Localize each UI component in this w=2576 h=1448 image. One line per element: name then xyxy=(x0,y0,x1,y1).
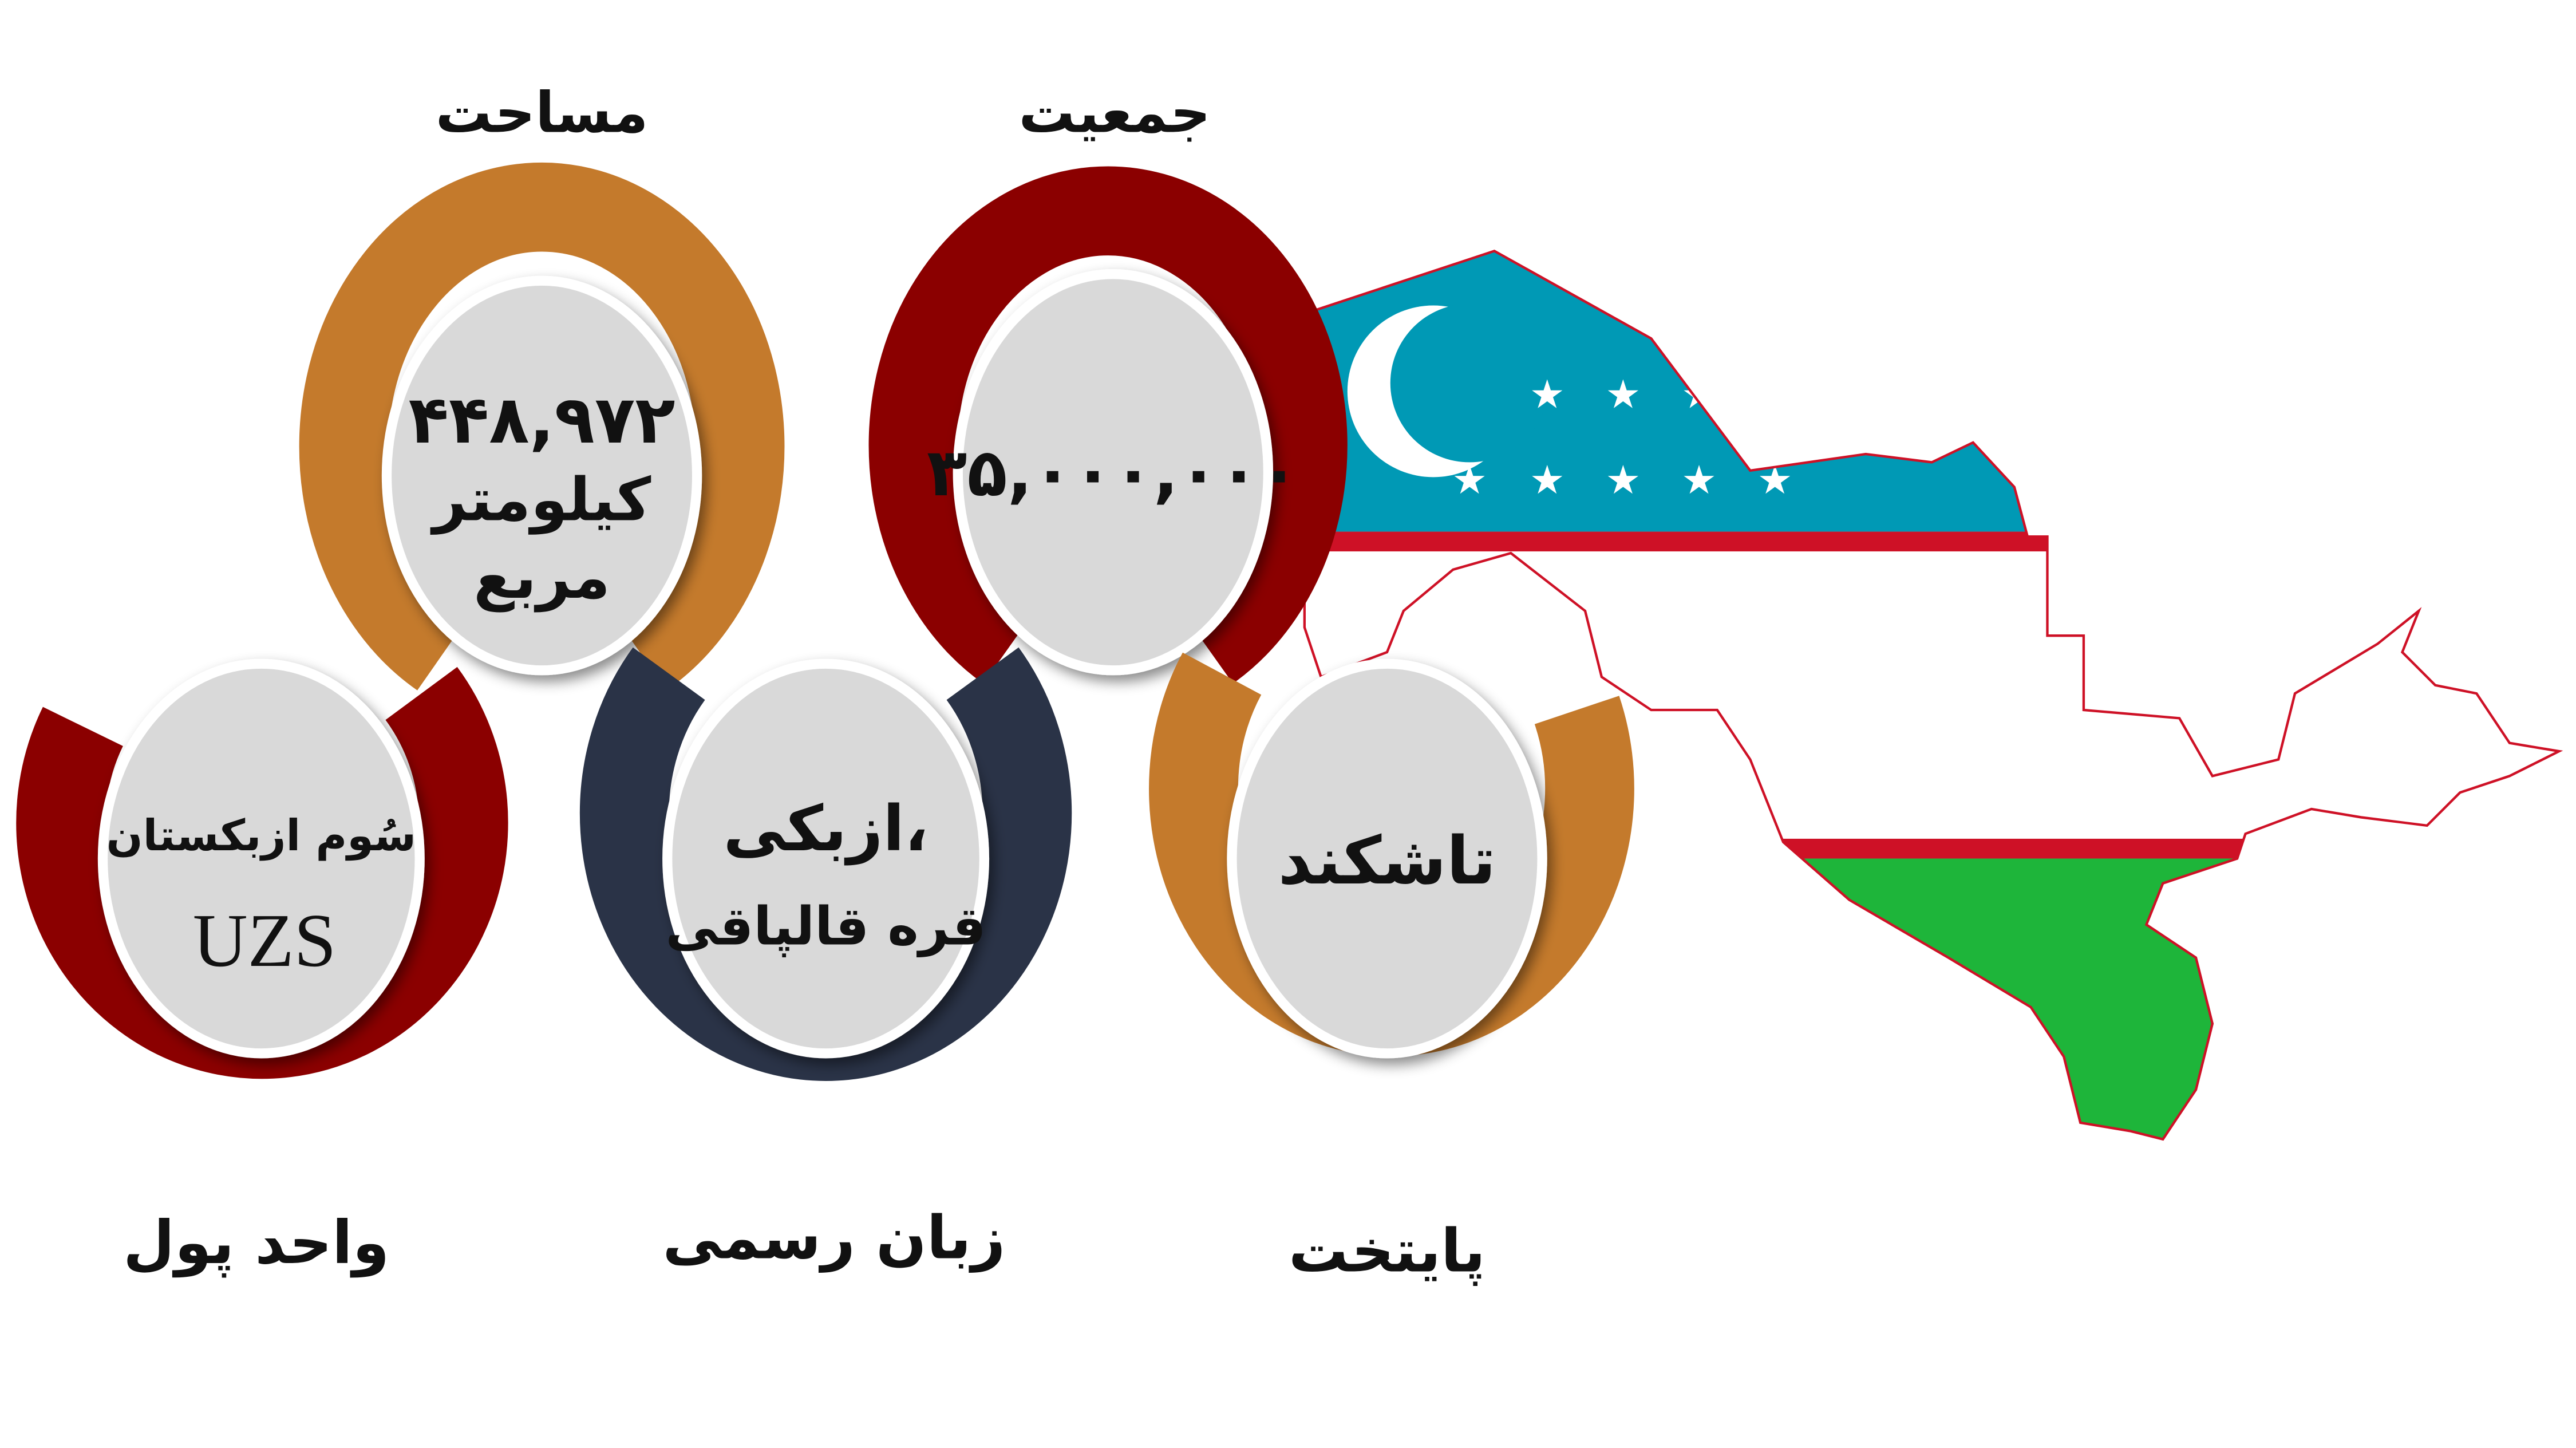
capital-label: پایتخت xyxy=(1289,1217,1485,1286)
population-card: جمعیت ۳۵,۰۰۰,۰۰۰ xyxy=(868,81,1348,684)
svg-text:★: ★ xyxy=(1605,372,1641,417)
population-disc xyxy=(953,269,1274,676)
population-value: ۳۵,۰۰۰,۰۰۰ xyxy=(927,435,1299,511)
area-unit-2: مربع xyxy=(473,543,610,612)
area-ring xyxy=(299,162,785,691)
currency-disc xyxy=(97,658,425,1059)
language-line-1: ازبکی، xyxy=(724,792,929,866)
area-card: مساحت ۴۴۸,۹۷۲ کیلومتر مربع xyxy=(299,81,785,691)
language-card: ازبکی، قره قالپاقی زبان رسمی xyxy=(579,647,1072,1272)
language-line-2: قره قالپاقی xyxy=(665,895,986,957)
svg-text:★: ★ xyxy=(1452,457,1487,503)
svg-text:★: ★ xyxy=(1681,457,1717,503)
capital-card: تاشکند پایتخت xyxy=(1149,652,1634,1286)
area-disc xyxy=(381,275,702,676)
svg-text:★: ★ xyxy=(1530,372,1565,417)
area-unit-1: کیلومتر xyxy=(430,465,651,534)
population-ring xyxy=(868,166,1348,684)
area-label: مساحت xyxy=(436,81,649,146)
svg-text:★: ★ xyxy=(1681,372,1717,417)
language-disc xyxy=(662,658,990,1059)
language-label: زبان رسمی xyxy=(663,1204,1006,1272)
currency-label: واحد پول xyxy=(123,1209,389,1278)
svg-text:★: ★ xyxy=(1530,457,1565,503)
capital-value: تاشکند xyxy=(1278,823,1496,899)
population-label: جمعیت xyxy=(1018,81,1211,146)
currency-card: سُوم ازبکستان UZS واحد پول xyxy=(16,658,508,1278)
svg-text:★: ★ xyxy=(1605,457,1641,503)
currency-name: سُوم ازبکستان xyxy=(106,810,416,861)
area-value: ۴۴۸,۹۷۲ xyxy=(408,382,675,459)
currency-code: UZS xyxy=(193,898,337,983)
capital-disc xyxy=(1227,658,1547,1059)
